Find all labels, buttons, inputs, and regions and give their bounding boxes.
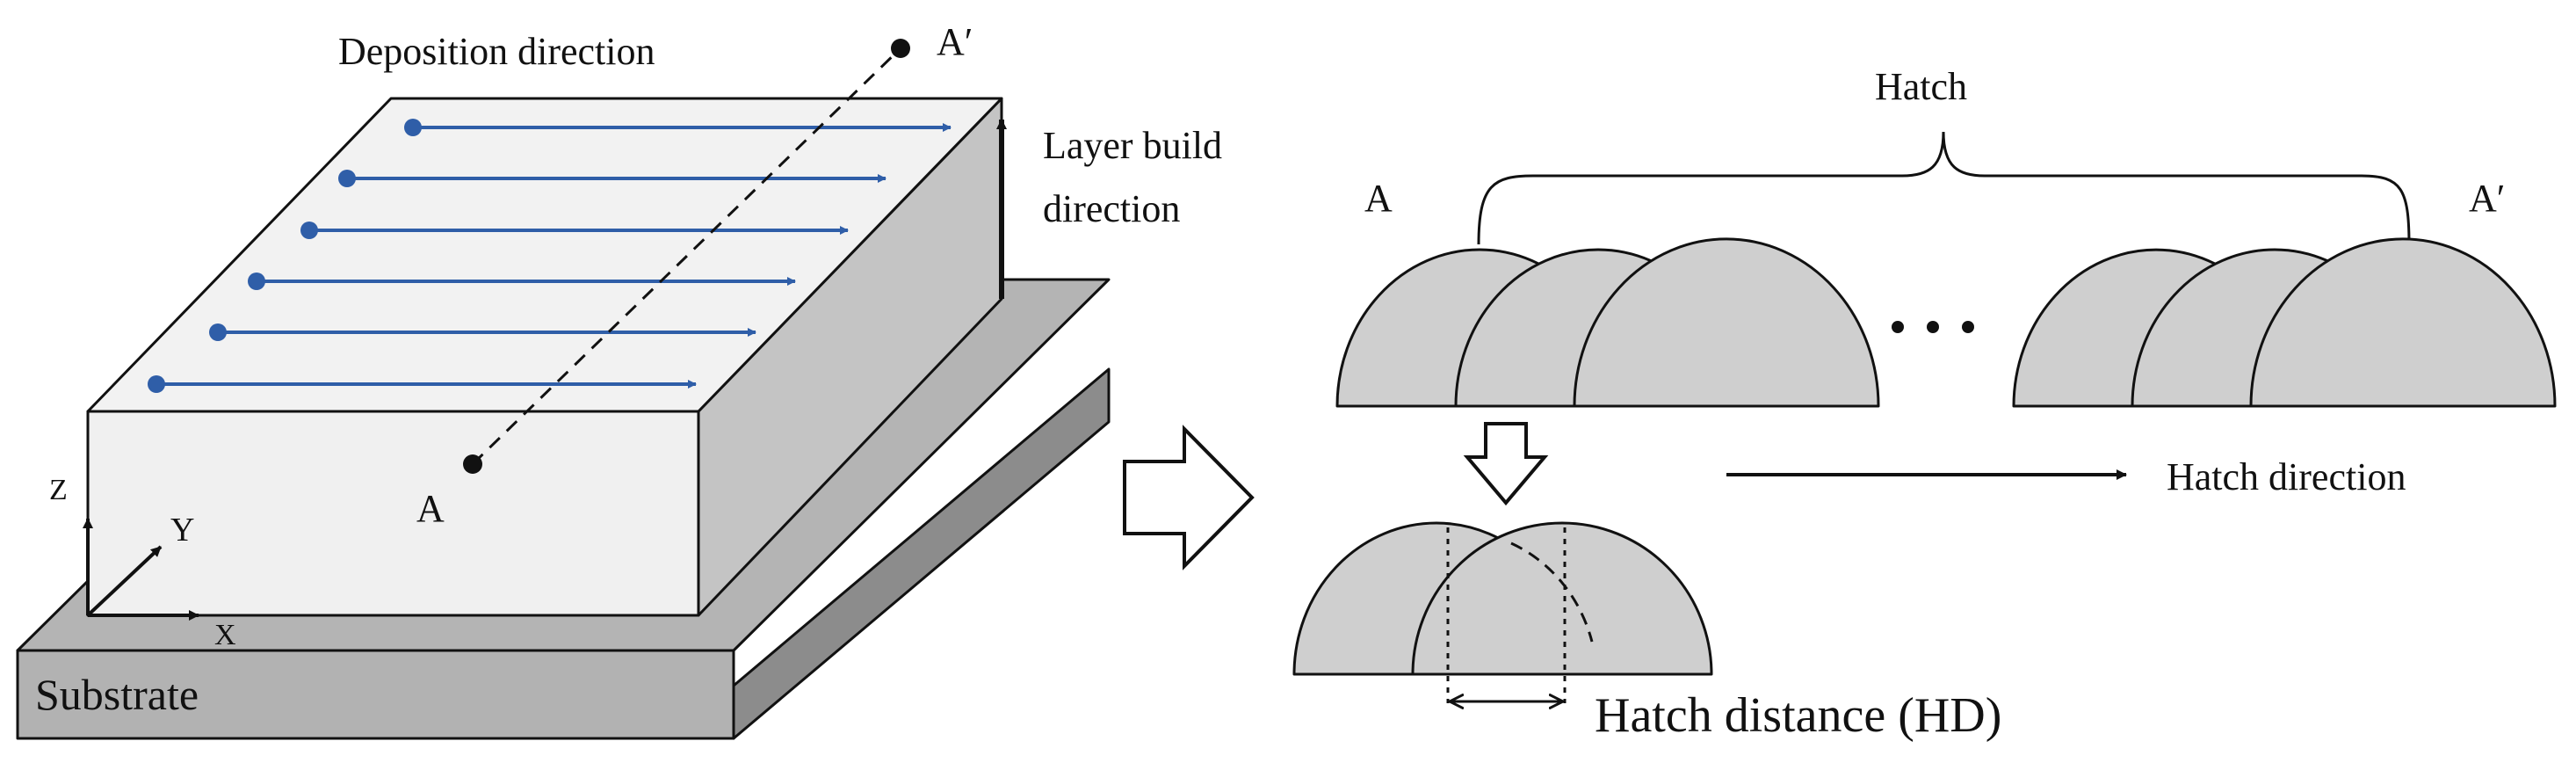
deposition-track bbox=[148, 375, 697, 393]
axis-z-label: Z bbox=[49, 474, 68, 506]
hatch-curly-brace bbox=[1477, 131, 2411, 245]
ellipsis-dot bbox=[1927, 321, 1939, 333]
ellipsis-dot bbox=[1892, 321, 1904, 333]
hatch-direction-label: Hatch direction bbox=[2167, 455, 2406, 498]
bead-group-left bbox=[1335, 237, 1880, 408]
weld-bead bbox=[2249, 237, 2557, 408]
ellipsis-dots bbox=[1892, 321, 1974, 333]
a-bottom-label: A bbox=[416, 487, 445, 530]
deposited-block bbox=[86, 97, 1003, 617]
a-prime-right-label: A′ bbox=[2469, 177, 2505, 220]
layer-build-label-line1: Layer build bbox=[1043, 124, 1222, 167]
transition-arrow bbox=[1123, 425, 1255, 570]
hidden-bead-outline bbox=[1510, 541, 1594, 643]
point-a-dot bbox=[463, 454, 482, 474]
layer-build-label-line2: direction bbox=[1043, 187, 1180, 230]
a-right-label: A bbox=[1364, 177, 1393, 220]
axis-x-label: X bbox=[214, 619, 236, 651]
bead-group-right bbox=[2012, 237, 2557, 408]
a-prime-top-label: A′ bbox=[937, 20, 973, 63]
section-line-a-a-prime bbox=[463, 39, 910, 474]
hatch-brace bbox=[1477, 131, 2411, 245]
hatch-distance-detail bbox=[1292, 521, 1713, 703]
hatch-direction: Hatch direction bbox=[1726, 455, 2406, 498]
point-a-prime-dot bbox=[891, 39, 910, 58]
substrate-label: Substrate bbox=[35, 670, 199, 719]
substrate-front-face bbox=[16, 649, 735, 740]
deposition-direction-label: Deposition direction bbox=[338, 30, 655, 73]
deposition-track bbox=[338, 170, 886, 187]
coordinate-axes bbox=[83, 518, 199, 621]
detail-down-arrow bbox=[1463, 422, 1549, 506]
deposition-track bbox=[300, 222, 849, 239]
hatch-distance-label: Hatch distance (HD) bbox=[1595, 688, 2001, 743]
y-axis-arrow bbox=[86, 545, 163, 617]
axis-y-label: Y bbox=[170, 512, 194, 549]
deposition-track bbox=[209, 323, 756, 341]
deposition-track bbox=[404, 119, 952, 136]
detail-bead-right bbox=[1411, 521, 1713, 676]
section-dashed-line bbox=[471, 47, 902, 466]
ellipsis-dot bbox=[1962, 321, 1974, 333]
block-front-face bbox=[86, 410, 700, 617]
weld-bead bbox=[1573, 237, 1880, 408]
deposition-tracks bbox=[148, 119, 952, 393]
hatch-label: Hatch bbox=[1875, 65, 1967, 108]
deposition-track bbox=[248, 272, 796, 290]
